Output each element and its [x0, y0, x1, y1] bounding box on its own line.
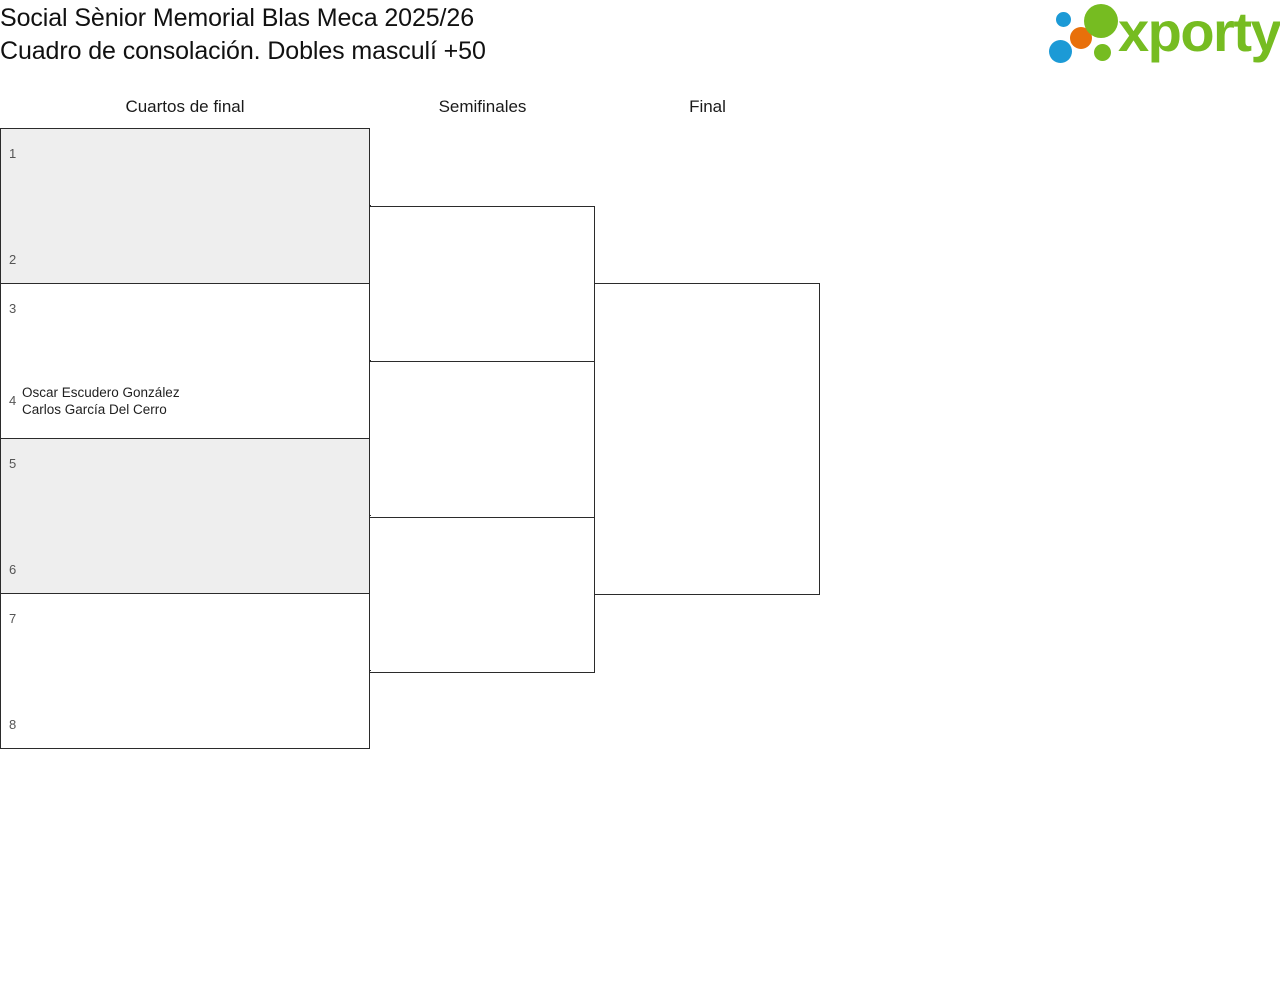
round-header-semifinals: Semifinales: [438, 97, 527, 116]
match-slot-bottom[interactable]: [370, 285, 594, 363]
match-box[interactable]: [369, 517, 595, 673]
xporty-logo[interactable]: xporty: [1046, 1, 1280, 66]
seed-number: 8: [9, 717, 17, 732]
logo-dot-orange: [1070, 27, 1092, 49]
page-title: Social Sènior Memorial Blas Meca 2025/26…: [0, 2, 900, 68]
logo-dot-blue-large: [1049, 40, 1072, 63]
match-slot-top[interactable]: 3: [1, 284, 369, 362]
match-slot-bottom[interactable]: 2: [1, 207, 369, 285]
seed-number: 6: [9, 562, 17, 577]
seed-number: 3: [9, 301, 17, 316]
seed-number: 4: [9, 393, 17, 408]
match-slot-top[interactable]: [595, 284, 819, 440]
match-box[interactable]: 1 2: [0, 128, 370, 284]
draw-subtitle: Cuadro de consolación. Dobles masculí +5…: [0, 37, 486, 65]
match-box[interactable]: [594, 283, 820, 595]
match-slot-bottom[interactable]: [370, 596, 594, 674]
match-slot-top[interactable]: 5: [1, 439, 369, 517]
match-slot-top[interactable]: 7: [1, 594, 369, 672]
tournament-bracket: 1 2 3 4 Oscar Escudero González Carlos G…: [0, 128, 900, 768]
bracket-connector: [369, 670, 371, 671]
bracket-connector: [369, 205, 371, 206]
logo-dots-icon: [1046, 4, 1120, 66]
match-slot-bottom[interactable]: 8: [1, 672, 369, 750]
bracket-connector: [594, 283, 596, 284]
page-header: Social Sènior Memorial Blas Meca 2025/26…: [0, 0, 1280, 90]
match-slot-bottom[interactable]: [595, 440, 819, 596]
logo-dot-green-small: [1094, 44, 1111, 61]
match-slot-top[interactable]: [370, 518, 594, 596]
round-header-quarterfinals: Cuartos de final: [125, 97, 245, 116]
team-name: Oscar Escudero González Carlos García De…: [22, 384, 369, 418]
bracket-connector: [369, 360, 371, 361]
match-slot-bottom[interactable]: 6: [1, 517, 369, 595]
seed-number: 5: [9, 456, 17, 471]
logo-wordmark: xporty: [1118, 0, 1280, 63]
seed-number: 2: [9, 252, 17, 267]
player-name: Oscar Escudero González: [22, 385, 180, 400]
match-box[interactable]: 3 4 Oscar Escudero González Carlos Garcí…: [0, 283, 370, 439]
match-box[interactable]: 7 8: [0, 593, 370, 749]
logo-dot-green-large: [1084, 4, 1118, 38]
bracket-connector: [369, 515, 371, 516]
bracket-connector: [594, 594, 596, 595]
seed-number: 7: [9, 611, 17, 626]
player-name: Carlos García Del Cerro: [22, 402, 167, 417]
match-slot-top[interactable]: [370, 207, 594, 285]
seed-number: 1: [9, 146, 17, 161]
tournament-name: Social Sènior Memorial Blas Meca 2025/26: [0, 4, 475, 32]
match-slot-top[interactable]: 1: [1, 129, 369, 207]
match-box[interactable]: [369, 206, 595, 362]
logo-dot-blue-small: [1056, 12, 1071, 27]
match-slot-bottom[interactable]: 4 Oscar Escudero González Carlos García …: [1, 362, 369, 440]
match-box[interactable]: 5 6: [0, 438, 370, 594]
round-header-final: Final: [689, 97, 726, 116]
